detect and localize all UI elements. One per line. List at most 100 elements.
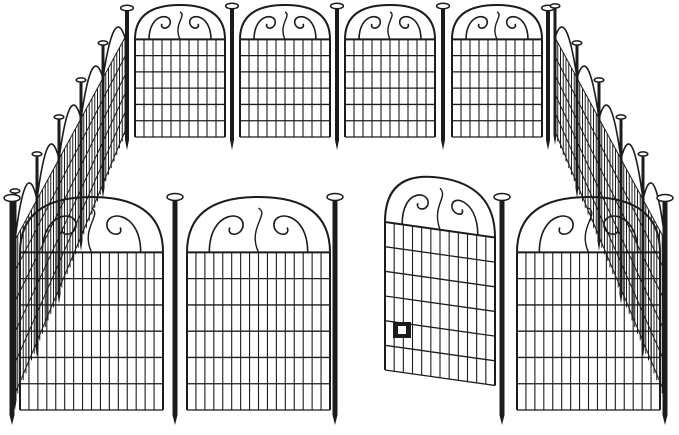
panel-arch (134, 3, 226, 40)
panel-arch (186, 195, 331, 253)
scroll-center (254, 207, 263, 253)
scroll-ornament (208, 215, 244, 253)
side-arch (36, 143, 60, 200)
fence-post (593, 77, 605, 251)
fence-post (166, 192, 184, 425)
scroll-ornament (148, 15, 171, 40)
side-arch (554, 26, 578, 79)
scroll-center (387, 11, 393, 40)
post-cap (75, 77, 87, 83)
side-rail (554, 131, 666, 395)
fence-post (571, 40, 583, 198)
post-spike (335, 140, 339, 150)
fence-post (540, 4, 556, 150)
post-shaft (230, 6, 234, 140)
scroll-center (584, 207, 593, 253)
post-cap (166, 192, 184, 202)
post-cap (97, 40, 109, 46)
fence-post (549, 3, 561, 145)
post-cap (637, 151, 649, 157)
post-cap (53, 114, 65, 120)
front-panel (186, 195, 331, 411)
scroll-ornament (401, 194, 429, 225)
post-spike (662, 415, 668, 425)
scroll-center (282, 11, 288, 40)
post-shaft (662, 198, 668, 415)
fence-post (31, 151, 43, 357)
post-cap (224, 2, 240, 10)
post-spike (553, 135, 557, 145)
post-cap (656, 193, 674, 203)
scroll-ornament (358, 15, 381, 40)
panel-arch (451, 3, 543, 40)
post-cap (435, 2, 451, 10)
scroll-ornament (106, 215, 142, 253)
side-rail (14, 131, 126, 395)
scroll-ornament (41, 215, 77, 253)
post-shaft (172, 197, 178, 415)
post-spike (575, 188, 579, 198)
scroll-center (177, 11, 183, 40)
post-cap (571, 40, 583, 46)
post-spike (172, 415, 178, 425)
panel-arch (239, 3, 331, 40)
post-cap (549, 3, 561, 9)
post-spike (101, 188, 105, 198)
side-rail (554, 56, 666, 272)
side-rail (14, 74, 126, 302)
side-rail (554, 112, 666, 364)
post-spike (546, 140, 550, 150)
scroll-center (494, 11, 500, 40)
back-panel (344, 3, 436, 138)
left-side-fence (9, 26, 126, 410)
side-arch (102, 26, 126, 79)
scroll-ornament (189, 15, 212, 40)
post-shaft (79, 80, 83, 241)
side-rail (554, 37, 666, 241)
fence-post (9, 188, 21, 410)
fence-post (656, 193, 674, 425)
post-spike (57, 294, 61, 304)
scroll-ornament (603, 215, 639, 253)
panel-arch (516, 195, 661, 253)
fence-post (53, 114, 65, 304)
side-arch (14, 182, 38, 241)
back-panel (239, 3, 331, 138)
right-side-fence (549, 3, 666, 400)
side-arch (58, 104, 82, 160)
scroll-ornament (538, 215, 574, 253)
post-shaft (597, 80, 601, 241)
back-panel (451, 3, 543, 138)
post-cap (593, 77, 605, 83)
post-spike (125, 140, 129, 150)
post-spike (441, 140, 445, 150)
post-cap (3, 193, 21, 203)
scroll-center (436, 187, 444, 230)
fence-post (224, 2, 240, 150)
side-rail (14, 56, 126, 272)
post-shaft (125, 8, 129, 140)
panel-arch (344, 3, 436, 40)
side-rail (14, 93, 126, 333)
fence-post (435, 2, 451, 150)
post-shaft (57, 117, 61, 294)
scroll-center (87, 207, 96, 253)
scroll-ornament (294, 15, 317, 40)
fence-post (75, 77, 87, 251)
post-shaft (499, 197, 505, 415)
post-spike (499, 415, 505, 425)
side-arch (598, 104, 622, 160)
side-rail (14, 37, 126, 241)
post-spike (79, 241, 83, 251)
side-arch (576, 65, 600, 119)
fence-post (329, 2, 345, 150)
post-spike (9, 415, 15, 425)
side-rail (554, 74, 666, 302)
scroll-ornament (399, 15, 422, 40)
panel-arch (19, 195, 164, 253)
fence-post (615, 114, 627, 304)
back-panel (134, 3, 226, 138)
post-shaft (546, 8, 550, 140)
side-rail (554, 93, 666, 333)
